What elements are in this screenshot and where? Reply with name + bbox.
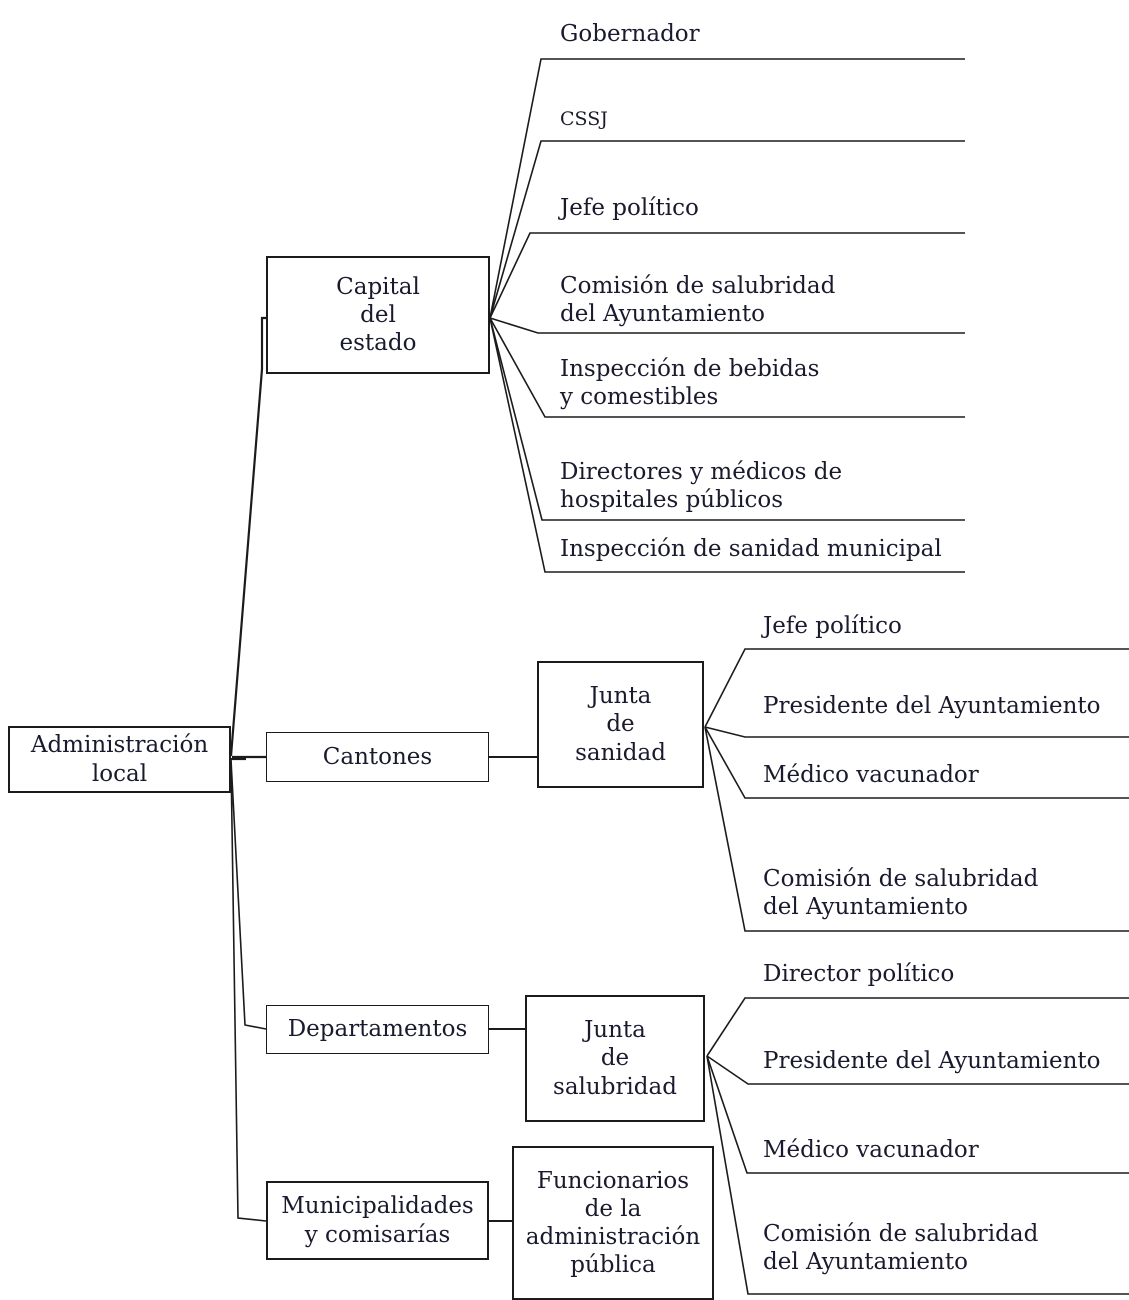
node-funcionarios-administracion-publica[interactable]: Funcionarios de la administración públic… bbox=[512, 1146, 714, 1300]
edge-root-municipalidades bbox=[230, 760, 267, 1222]
leaf-directores-medicos: Directores y médicos de hospitales públi… bbox=[560, 459, 843, 514]
leaf-medico-vacunador-salubridad: Médico vacunador bbox=[763, 1137, 979, 1163]
node-departamentos[interactable]: Departamentos bbox=[266, 1005, 489, 1054]
leaf-comision-salubridad-capital: Comisión de salubridad del Ayuntamiento bbox=[560, 273, 836, 328]
leaf-presidente-ayuntamiento-sanidad: Presidente del Ayuntamiento bbox=[763, 693, 1101, 719]
leaf-gobernador: Gobernador bbox=[560, 21, 700, 47]
node-municipalidades-y-comisarias[interactable]: Municipalidades y comisarías bbox=[266, 1181, 489, 1260]
leaf-inspeccion-bebidas: Inspección de bebidas y comestibles bbox=[560, 356, 820, 411]
leaf-jefe-politico-capital: Jefe político bbox=[560, 195, 699, 221]
node-junta-de-sanidad[interactable]: Junta de sanidad bbox=[537, 661, 704, 788]
edge-root-departamentos bbox=[230, 759, 267, 1030]
leaf-cssj: CSSJ bbox=[560, 108, 608, 130]
node-administracion-local[interactable]: Administración local bbox=[8, 726, 231, 793]
leaf-comision-salubridad-salubridad: Comisión de salubridad del Ayuntamiento bbox=[763, 1221, 1039, 1276]
leaf-presidente-ayuntamiento-salubridad: Presidente del Ayuntamiento bbox=[763, 1048, 1101, 1074]
leaf-medico-vacunador-sanidad: Médico vacunador bbox=[763, 762, 979, 788]
node-cantones[interactable]: Cantones bbox=[266, 732, 489, 782]
edge-root-capital bbox=[229, 316, 266, 757]
leaf-jefe-politico-sanidad: Jefe político bbox=[763, 613, 902, 639]
leaf-inspeccion-sanidad-municipal: Inspección de sanidad municipal bbox=[560, 536, 942, 562]
leaf-comision-salubridad-sanidad: Comisión de salubridad del Ayuntamiento bbox=[763, 866, 1039, 921]
node-junta-de-salubridad[interactable]: Junta de salubridad bbox=[525, 995, 705, 1122]
edge-juntasanidad-presidente bbox=[704, 726, 1129, 738]
leaf-director-politico: Director político bbox=[763, 961, 955, 987]
node-capital-del-estado[interactable]: Capital del estado bbox=[266, 256, 490, 374]
